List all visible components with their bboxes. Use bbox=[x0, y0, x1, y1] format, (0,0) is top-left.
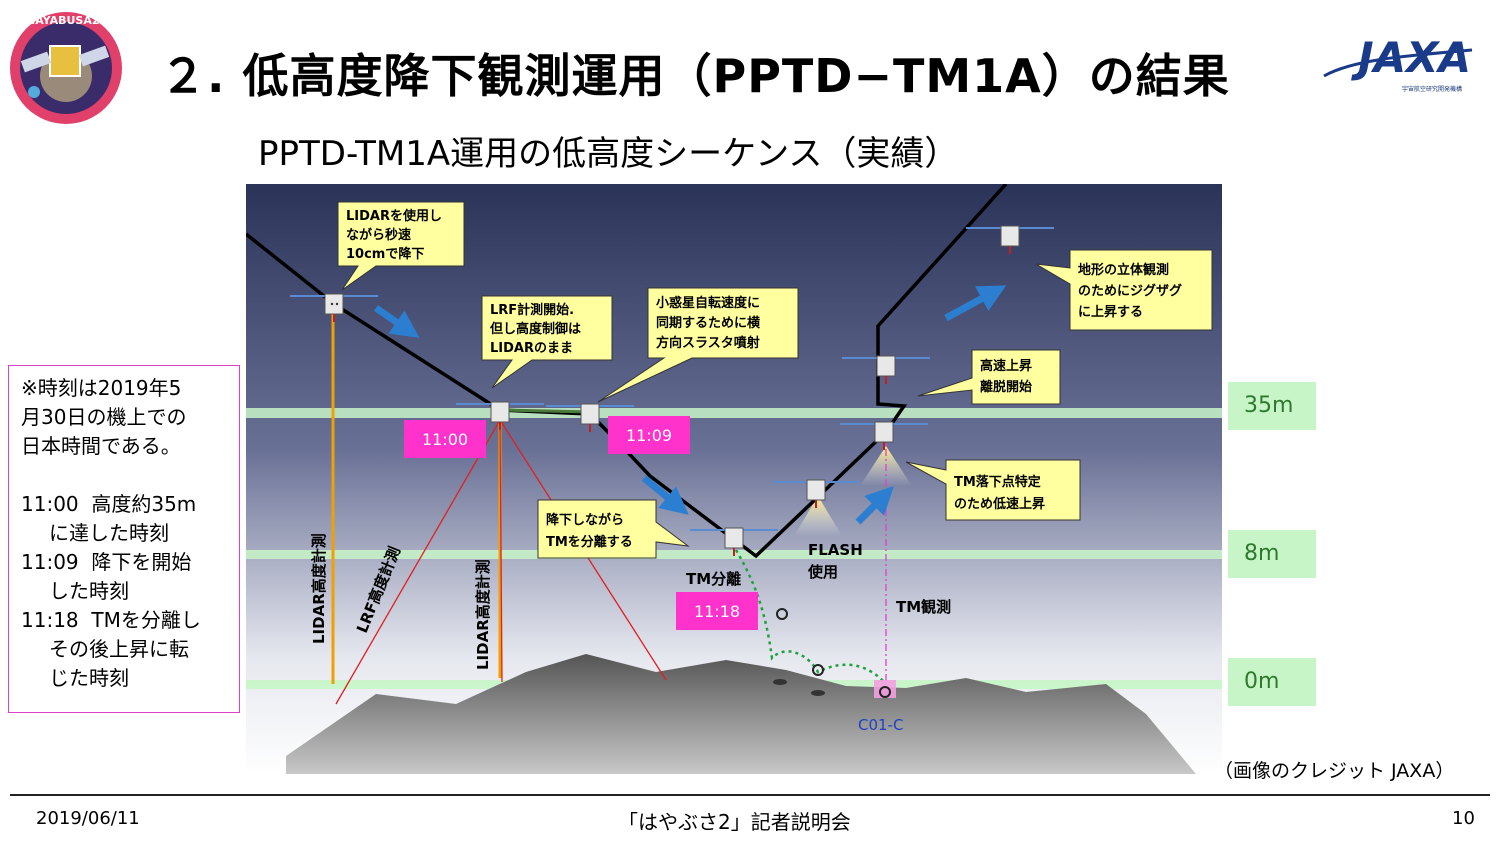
svg-text:TM落下点特定 のため低速上昇: TM落下点特定 のため低速上昇 bbox=[954, 474, 1045, 512]
callout-sync-rotation: 小惑星自転速度に 同期するために横 方向スラスタ噴射 bbox=[597, 287, 799, 403]
crater bbox=[811, 690, 825, 696]
jaxa-logo-text: JAXA bbox=[1351, 33, 1471, 82]
callout-tm-locate: TM落下点特定 のため低速上昇 bbox=[905, 459, 1081, 521]
time-note-box: ※時刻は2019年5 月30日の機上での 日本時間である。 11:00 高度約3… bbox=[8, 365, 240, 713]
page-title: ２. 低高度降下観測運用（PPTD−TM1A）の結果 bbox=[160, 49, 1230, 103]
sequence-diagram: LIDARを使用し ながら秒速 10cmで降下 LRF計測開始. 但し高度制御は… bbox=[246, 184, 1222, 776]
svg-text:降下しながら TMを分離する: 降下しながら TMを分離する bbox=[546, 512, 633, 550]
asteroid-surface bbox=[286, 654, 1196, 774]
time-entry-head: 11:09 降下を開始 bbox=[21, 550, 192, 574]
tm-icon bbox=[776, 608, 824, 676]
time-entry-head: 11:00 高度約35m bbox=[21, 492, 197, 516]
callout-zigzag: 地形の立体観測 のためにジグザグ に上昇する bbox=[1035, 249, 1213, 331]
jaxa-logo-subtext: 宇宙航空研究開発機構 bbox=[1402, 86, 1463, 93]
crater bbox=[773, 679, 787, 685]
altitude-band-35m bbox=[246, 408, 1222, 418]
flash-cone bbox=[794, 496, 842, 536]
time-entry-desc: した時刻 bbox=[49, 579, 129, 603]
time-note-intro: ※時刻は2019年5 月30日の機上での 日本時間である。 bbox=[21, 376, 187, 458]
time-entry: 11:18 TMを分離し その後上昇に転 じた時刻 bbox=[21, 606, 233, 693]
time-tag: 11:00 bbox=[404, 420, 486, 458]
lidar-label: LIDAR高度計測 bbox=[310, 533, 328, 644]
page-subtitle: PPTD-TM1A運用の低高度シーケンス（実績） bbox=[258, 134, 959, 174]
altitude-label-8m: 8m bbox=[1228, 530, 1316, 578]
image-credit: （画像のクレジット JAXA） bbox=[1214, 760, 1455, 782]
jaxa-logo-icon: JAXA bbox=[1323, 33, 1473, 82]
svg-text:11:09: 11:09 bbox=[626, 426, 672, 445]
flash-label: 使用 bbox=[807, 563, 838, 581]
target-label: C01-C bbox=[858, 716, 903, 734]
footer-divider bbox=[10, 794, 1490, 796]
lrf-beam bbox=[335, 419, 501, 705]
svg-text:小惑星自転速度に 同期するために横: 小惑星自転速度に 同期するために横 方向スラスタ噴射 bbox=[656, 295, 765, 351]
spacecraft-icon bbox=[546, 403, 634, 432]
svg-text:11:00: 11:00 bbox=[422, 430, 468, 449]
svg-text:高速上昇 離脱開始: 高速上昇 離脱開始 bbox=[980, 358, 1037, 395]
callout-fast-ascent: 高速上昇 離脱開始 bbox=[917, 349, 1061, 405]
motion-arrow bbox=[374, 305, 420, 338]
time-entry-desc: に達した時刻 bbox=[49, 521, 169, 545]
time-entry: 11:09 降下を開始 した時刻 bbox=[21, 548, 233, 606]
lidar-label: LIDAR高度計測 bbox=[474, 559, 492, 670]
footer-event: 「はやぶさ2」記者説明会 bbox=[618, 810, 851, 834]
motion-arrow bbox=[944, 285, 1007, 322]
time-tag: 11:09 bbox=[608, 416, 690, 454]
svg-text:LRF計測開始. 但し高度制御は L: LRF計測開始. 但し高度制御は LIDARのまま bbox=[489, 302, 586, 356]
flash-label: FLASH bbox=[808, 541, 863, 559]
motion-arrow bbox=[855, 486, 894, 525]
time-entry: 11:00 高度約35m に達した時刻 bbox=[21, 490, 233, 548]
svg-text:11:18: 11:18 bbox=[694, 602, 740, 621]
spacecraft-icon bbox=[456, 401, 544, 430]
svg-text:地形の立体観測 のためにジグザグ に: 地形の立体観測 のためにジグザグ に上昇する bbox=[1078, 262, 1187, 320]
tm-separation-label: TM分離 bbox=[686, 570, 741, 588]
svg-text:LIDARを使用し ながら秒速 10: LIDARを使用し ながら秒速 10cmで降下 bbox=[346, 208, 447, 262]
tm-observation-label: TM観測 bbox=[896, 598, 951, 616]
hover-segment bbox=[499, 408, 591, 414]
spacecraft-trajectory bbox=[246, 184, 1008, 559]
altitude-label-35m: 35m bbox=[1228, 382, 1316, 430]
spacecraft-icon bbox=[840, 421, 928, 450]
callout-descend-separate: 降下しながら TMを分離する bbox=[537, 499, 690, 559]
motion-arrow bbox=[641, 475, 689, 515]
callout-lrf-start: LRF計測開始. 但し高度制御は LIDARのまま bbox=[481, 295, 613, 389]
spacecraft-icon bbox=[290, 293, 378, 322]
spacecraft-icon bbox=[842, 355, 930, 384]
time-entry-head: 11:18 TMを分離し bbox=[21, 608, 201, 632]
time-tag: 11:18 bbox=[676, 592, 758, 630]
callout-lidar-descent: LIDARを使用し ながら秒速 10cmで降下 bbox=[337, 201, 465, 291]
spacecraft-icon bbox=[690, 527, 778, 556]
spacecraft-icon bbox=[966, 225, 1054, 254]
tm-trajectory bbox=[734, 549, 887, 685]
badge-text: HAYABUSA2 bbox=[26, 14, 100, 27]
footer-date: 2019/06/11 bbox=[36, 808, 140, 829]
page-number: 10 bbox=[1452, 808, 1475, 829]
hayabusa2-badge-icon bbox=[10, 12, 122, 124]
altitude-label-0m: 0m bbox=[1228, 658, 1316, 706]
target-marker-icon bbox=[874, 680, 896, 698]
time-entry-desc: その後上昇に転 じた時刻 bbox=[49, 637, 189, 690]
lrf-beam bbox=[499, 419, 503, 683]
spacecraft-icon bbox=[772, 479, 860, 508]
